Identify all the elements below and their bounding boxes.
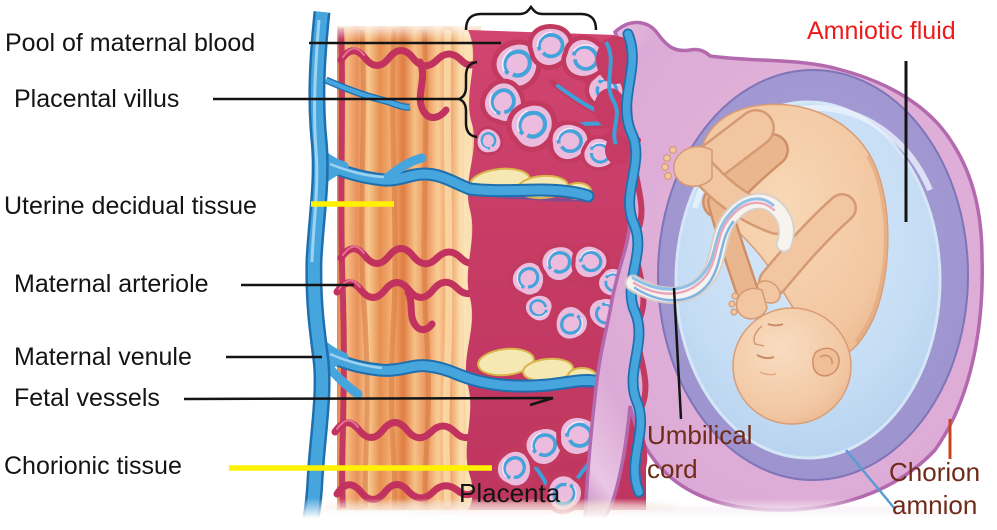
label-placental-villus: Placental villus bbox=[14, 85, 180, 113]
label-uterine-decidual-tissue: Uterine decidual tissue bbox=[4, 192, 257, 220]
maternal-vessel-network bbox=[300, 11, 601, 529]
fetus-eye bbox=[767, 323, 784, 327]
label-pool-of-maternal-blood: Pool of maternal blood bbox=[5, 29, 256, 57]
bottom-fade bbox=[0, 498, 997, 530]
brace-placental-villus bbox=[455, 60, 478, 139]
pointer-fetal-vessels bbox=[183, 396, 554, 407]
label-amnion: amnion bbox=[892, 490, 978, 520]
fetus-ear bbox=[812, 347, 840, 377]
fetus-head bbox=[732, 307, 852, 425]
fetus-foot-upper bbox=[673, 145, 713, 187]
fetus-figure bbox=[660, 103, 889, 425]
fetus-mouth bbox=[756, 354, 775, 360]
label-umbilical-cord: Umbilical cord bbox=[647, 420, 753, 484]
label-placenta: Placenta bbox=[459, 478, 561, 508]
fetus-foot-lower bbox=[728, 287, 768, 320]
label-fetal-vessels: Fetal vessels bbox=[14, 384, 160, 412]
label-chorionic-tissue: Chorionic tissue bbox=[4, 452, 182, 480]
pointer-lines bbox=[183, 4, 952, 510]
label-amniotic-fluid: Amniotic fluid bbox=[807, 17, 956, 45]
label-maternal-arteriole: Maternal arteriole bbox=[14, 270, 209, 298]
fetus-nose bbox=[753, 325, 765, 347]
label-maternal-venule: Maternal venule bbox=[14, 343, 192, 371]
chorionic-plate-vessels bbox=[621, 28, 649, 498]
pointer-umbilical-cord bbox=[672, 287, 683, 420]
brace-placenta-top bbox=[464, 4, 598, 31]
pointer-amnion bbox=[845, 449, 896, 510]
maternal-arterioles bbox=[331, 47, 478, 503]
label-chorion: Chorion bbox=[889, 457, 981, 487]
umbilical-cord-figure bbox=[624, 192, 795, 304]
